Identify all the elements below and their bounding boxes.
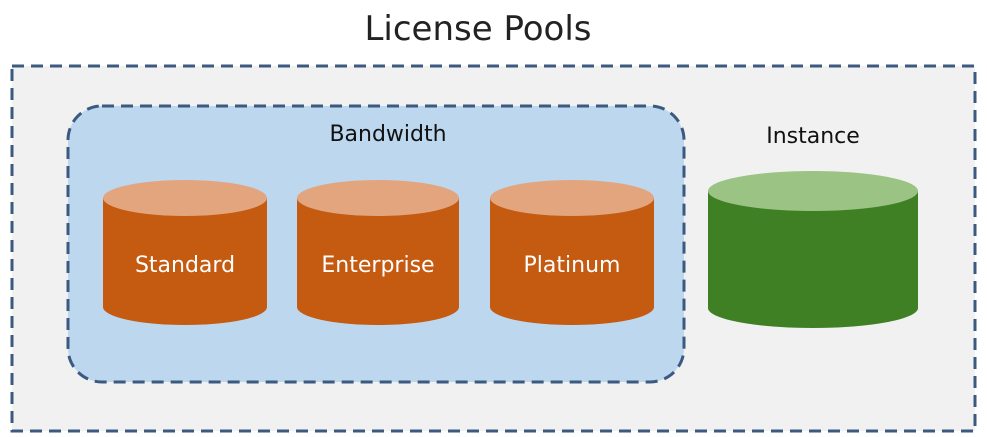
instance-group: Instance (708, 124, 918, 328)
cylinder-platinum-label: Platinum (524, 253, 621, 278)
diagram-title: License Pools (364, 9, 591, 49)
cylinder-standard: Standard (103, 180, 267, 325)
instance-label: Instance (766, 124, 860, 149)
cylinder-standard-top (103, 180, 267, 216)
bandwidth-label: Bandwidth (329, 122, 446, 147)
cylinder-instance-body (708, 191, 918, 328)
cylinder-instance-top (708, 171, 918, 211)
cylinder-enterprise-top (297, 180, 459, 216)
cylinder-instance (708, 171, 918, 328)
cylinder-standard-label: Standard (135, 253, 235, 278)
cylinder-platinum-top (490, 180, 654, 216)
cylinder-platinum-body (490, 198, 654, 325)
cylinder-platinum: Platinum (490, 180, 654, 325)
cylinder-standard-body (103, 198, 267, 325)
cylinder-enterprise: Enterprise (297, 180, 459, 325)
bandwidth-group: Bandwidth Standard Enterprise Platinum (66, 104, 686, 384)
cylinder-enterprise-label: Enterprise (321, 253, 434, 278)
cylinder-enterprise-body (297, 198, 459, 325)
